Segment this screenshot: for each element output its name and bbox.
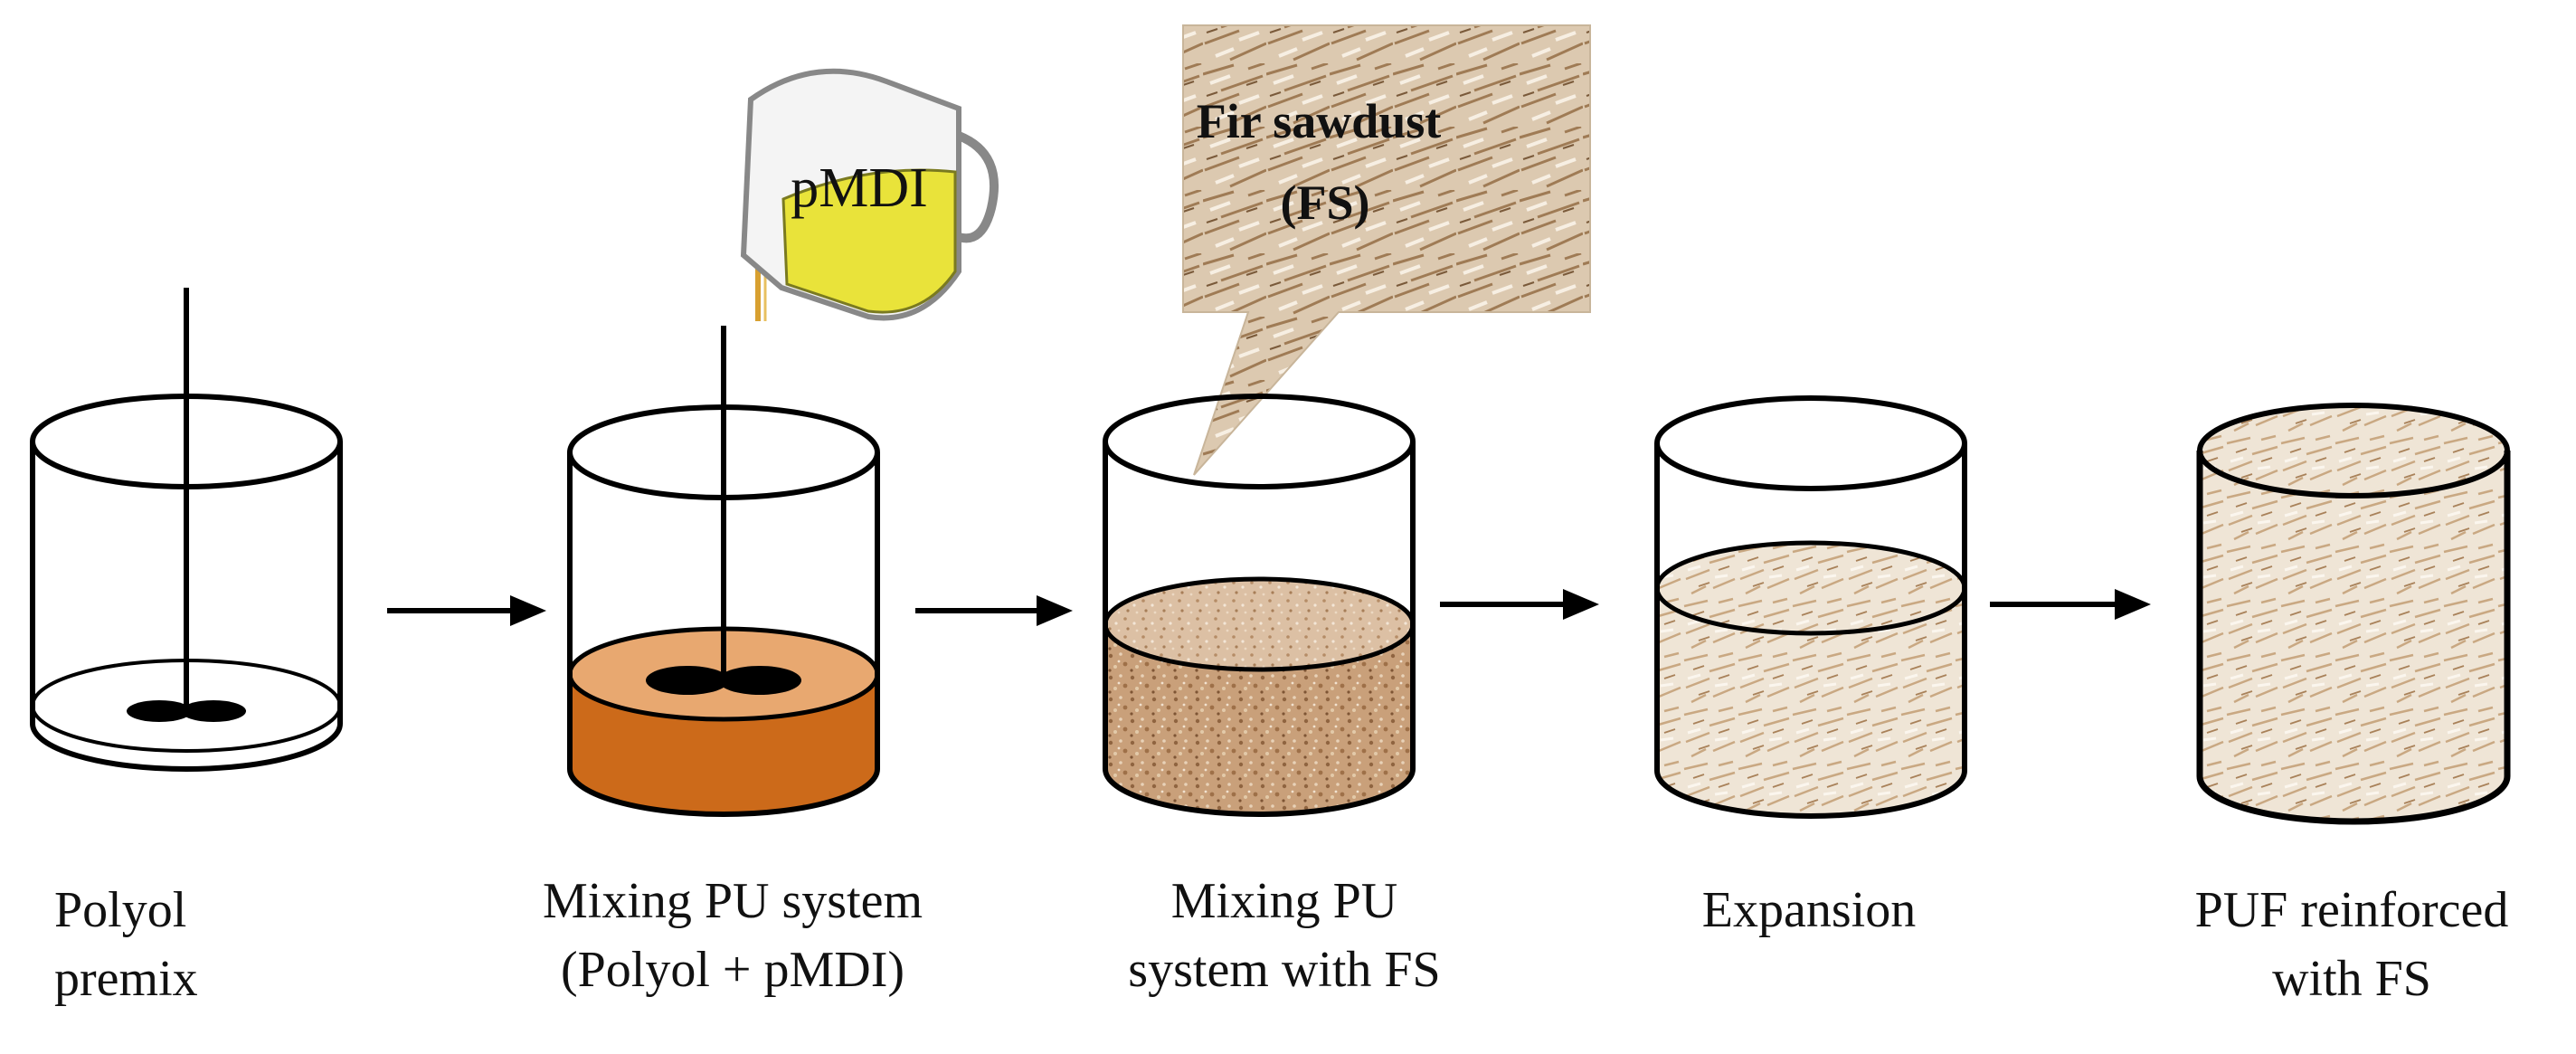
step-label-mixing-pu-with-fs: Mixing PU system with FS [1076, 867, 1492, 1004]
callout-line2: (FS) [1281, 176, 1370, 230]
step-5-line-2: with FS [2272, 951, 2431, 1007]
callout-line1: Fir sawdust [1197, 94, 1442, 148]
step-2-line-2: (Polyol + pMDI) [560, 942, 905, 998]
step-3-line-2: system with FS [1128, 942, 1441, 998]
step-1-line-1: Polyol [54, 882, 187, 938]
arrow-step-3 [1440, 589, 1599, 620]
pmdi-beaker: pMDI [740, 68, 999, 321]
step-1-line-2: premix [54, 951, 198, 1007]
step-label-expansion: Expansion [1646, 876, 1972, 945]
step-3-line-1: Mixing PU [1170, 873, 1398, 929]
container-mixing-pu-system [567, 326, 880, 817]
step-5-line-1: PUF reinforced [2194, 882, 2509, 938]
fir-sawdust-callout: Fir sawdust (FS) [1182, 24, 1591, 476]
pmdi-label: pMDI [791, 157, 928, 219]
step-label-mixing-pu-system: Mixing PU system (Polyol + pMDI) [488, 867, 977, 1004]
container-puf-reinforced [2196, 403, 2511, 825]
step-label-polyol-premix: Polyol premix [54, 876, 235, 1013]
step-4-line-1: Expansion [1701, 882, 1917, 938]
step-label-puf-reinforced: PUF reinforced with FS [2144, 876, 2560, 1013]
container-mixing-pu-with-fs [1103, 394, 1416, 817]
arrow-step-4 [1990, 589, 2151, 620]
arrow-step-1 [387, 595, 546, 626]
arrow-step-2 [915, 595, 1073, 626]
container-expansion [1654, 395, 1967, 819]
step-2-line-1: Mixing PU system [542, 873, 923, 929]
container-polyol-premix [30, 288, 343, 772]
